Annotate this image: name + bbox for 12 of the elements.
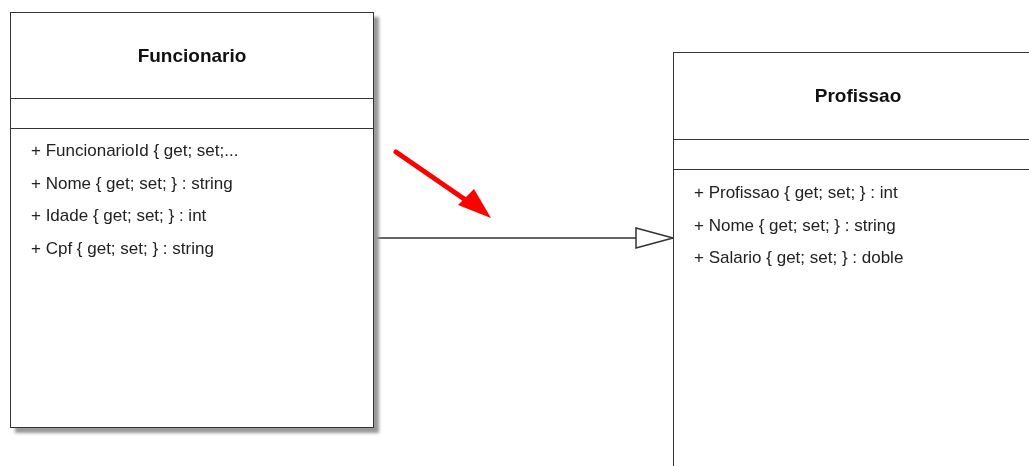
attribute-text: + Cpf { get; set; } : string (31, 238, 214, 259)
generalization-arrow (373, 227, 674, 249)
attribute-text: + Profissao { get; set; } : int (694, 183, 898, 203)
class-name: Profissao (814, 85, 902, 107)
attribute-text: + FuncionarioId { get; set;... (31, 141, 239, 161)
attribute-text: + Nome { get; set; } : string (31, 173, 233, 194)
attribute-text: + Nome { get; set; } : string (694, 215, 896, 236)
class-box (10, 12, 374, 428)
attribute-text: + Salario { get; set; } : doble (694, 248, 904, 268)
class-box (673, 52, 1029, 466)
attribute-text: + Idade { get; set; } : int (31, 206, 207, 226)
class-name: Funcionario (137, 44, 247, 67)
